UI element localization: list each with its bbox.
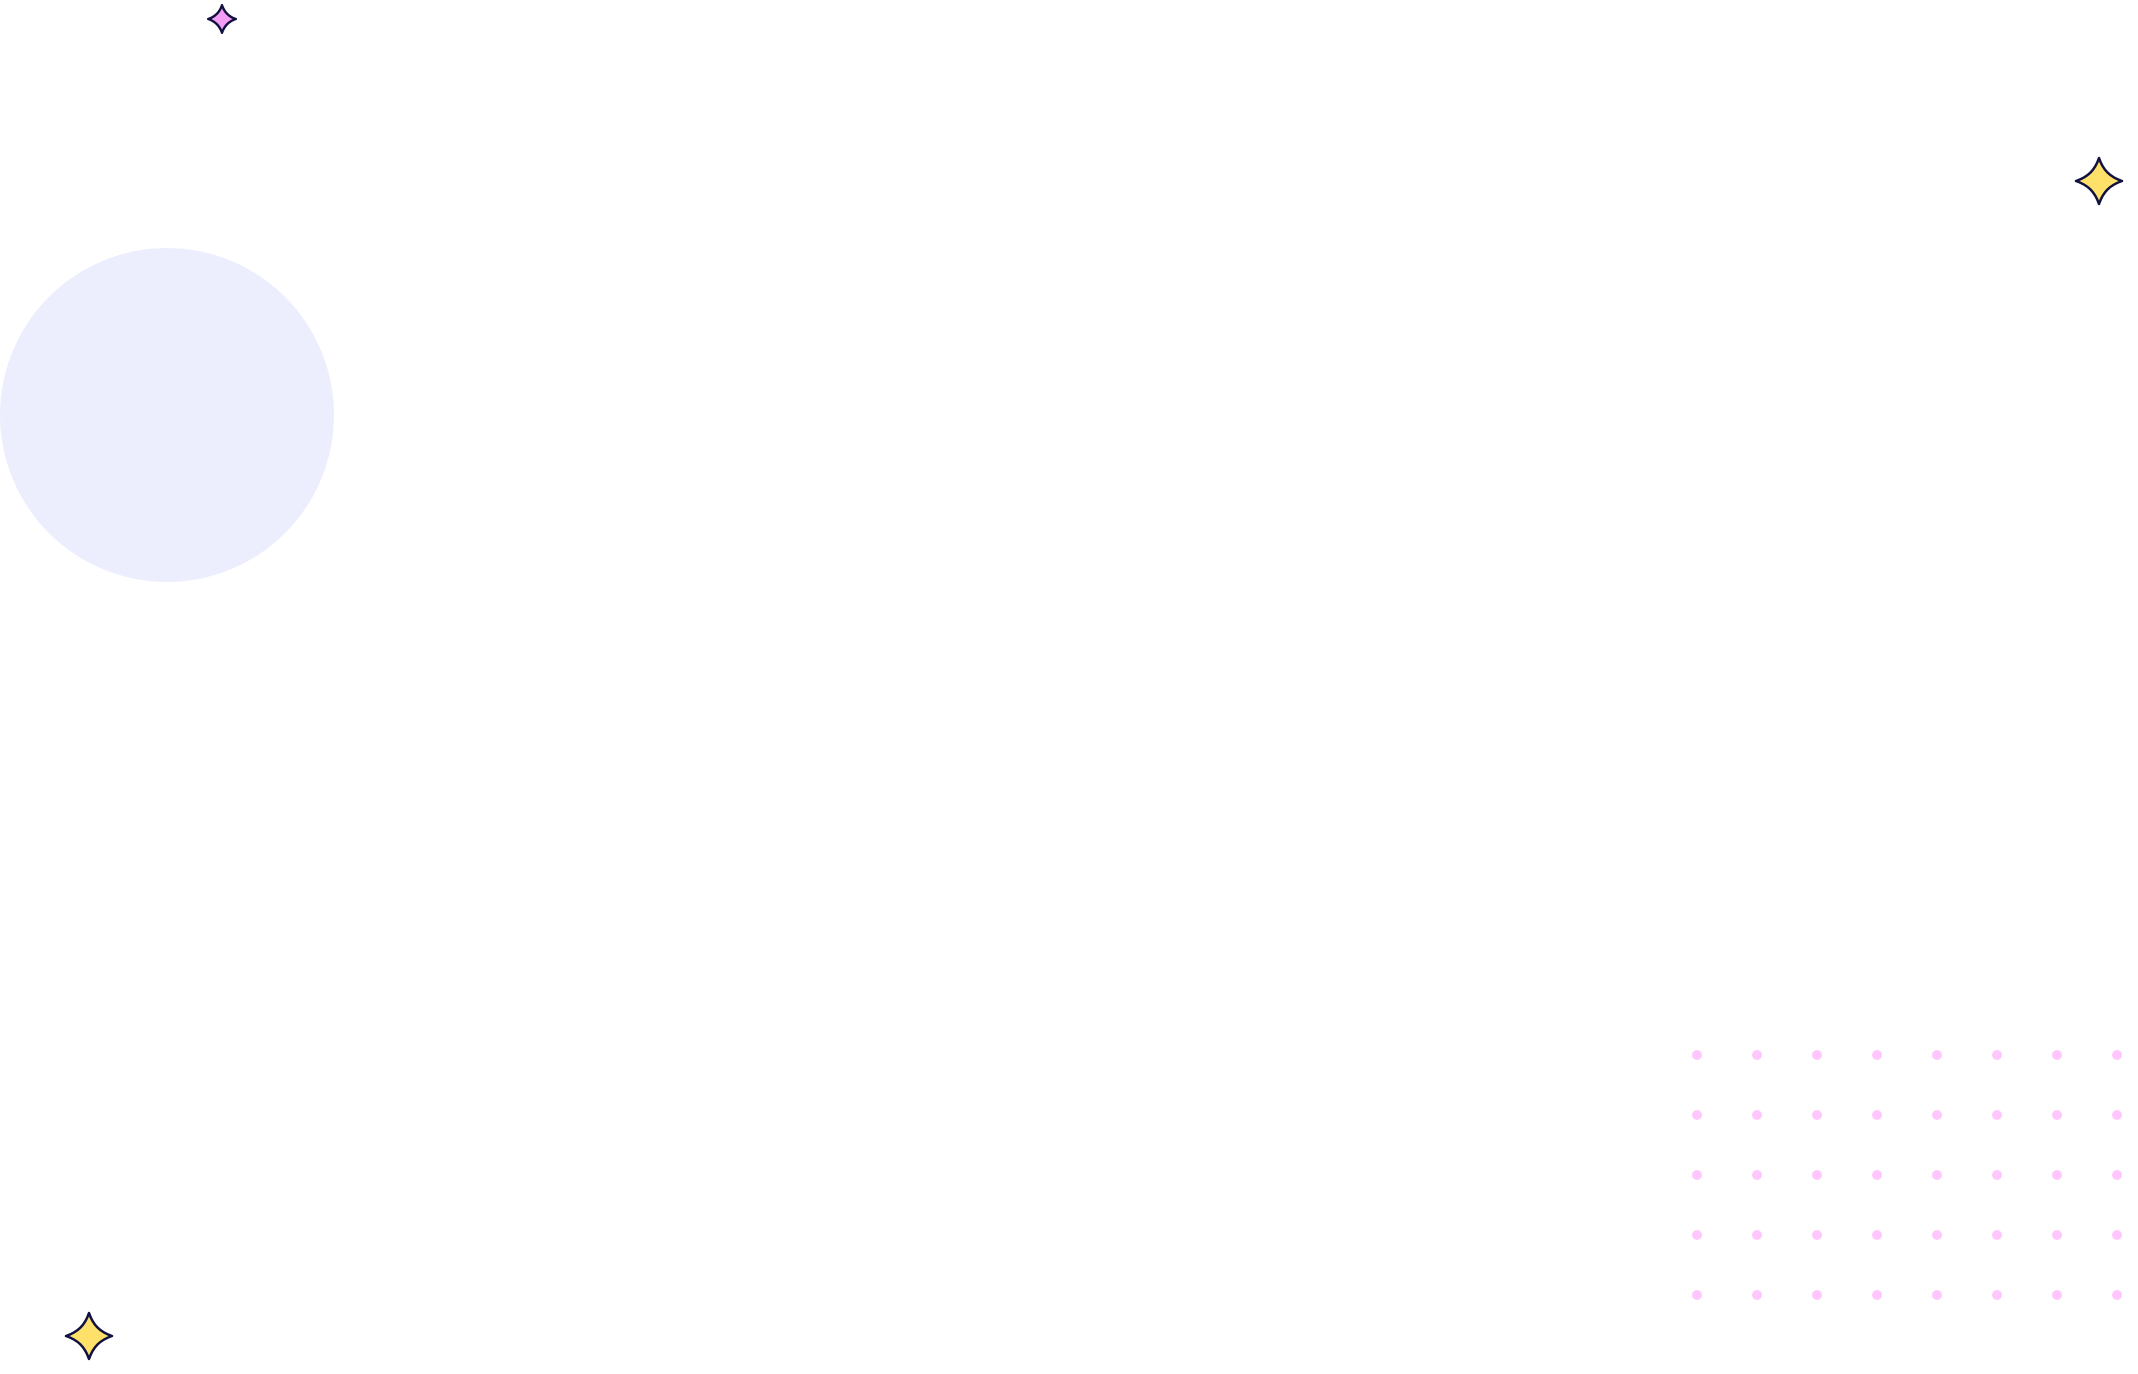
grid-dot [2052,1230,2062,1240]
grid-dot [1812,1230,1822,1240]
grid-dot [1932,1290,1942,1300]
grid-dot [1992,1230,2002,1240]
grid-dot [1752,1170,1762,1180]
sparkle-star-pink-icon [207,4,237,34]
grid-dot [1692,1290,1702,1300]
grid-dot [1692,1170,1702,1180]
grid-dot [1752,1230,1762,1240]
grid-dot [1992,1110,2002,1120]
grid-dot [1992,1050,2002,1060]
grid-dot [1752,1050,1762,1060]
sparkle-star-yellow-icon [64,1311,114,1361]
grid-dot [1752,1290,1762,1300]
decorative-dot-grid [1692,1050,2122,1300]
grid-dot [2112,1170,2122,1180]
grid-dot [1932,1110,1942,1120]
grid-dot [2112,1230,2122,1240]
grid-dot [1992,1290,2002,1300]
grid-dot [2052,1050,2062,1060]
grid-dot [1992,1170,2002,1180]
grid-dot [2052,1290,2062,1300]
grid-dot [1872,1050,1882,1060]
grid-dot [2112,1050,2122,1060]
grid-dot [1692,1230,1702,1240]
grid-dot [1872,1290,1882,1300]
grid-dot [1812,1170,1822,1180]
grid-dot [2112,1110,2122,1120]
grid-dot [2052,1110,2062,1120]
grid-dot [1932,1230,1942,1240]
grid-dot [1932,1170,1942,1180]
grid-dot [2052,1170,2062,1180]
grid-dot [1872,1170,1882,1180]
grid-dot [1812,1050,1822,1060]
grid-dot [1872,1230,1882,1240]
grid-dot [1812,1110,1822,1120]
grid-dot [1872,1110,1882,1120]
grid-dot [1932,1050,1942,1060]
decorative-circle [0,248,334,582]
grid-dot [1752,1110,1762,1120]
sparkle-star-yellow-icon [2074,156,2124,206]
grid-dot [2112,1290,2122,1300]
grid-dot [1812,1290,1822,1300]
grid-dot [1692,1050,1702,1060]
grid-dot [1692,1110,1702,1120]
